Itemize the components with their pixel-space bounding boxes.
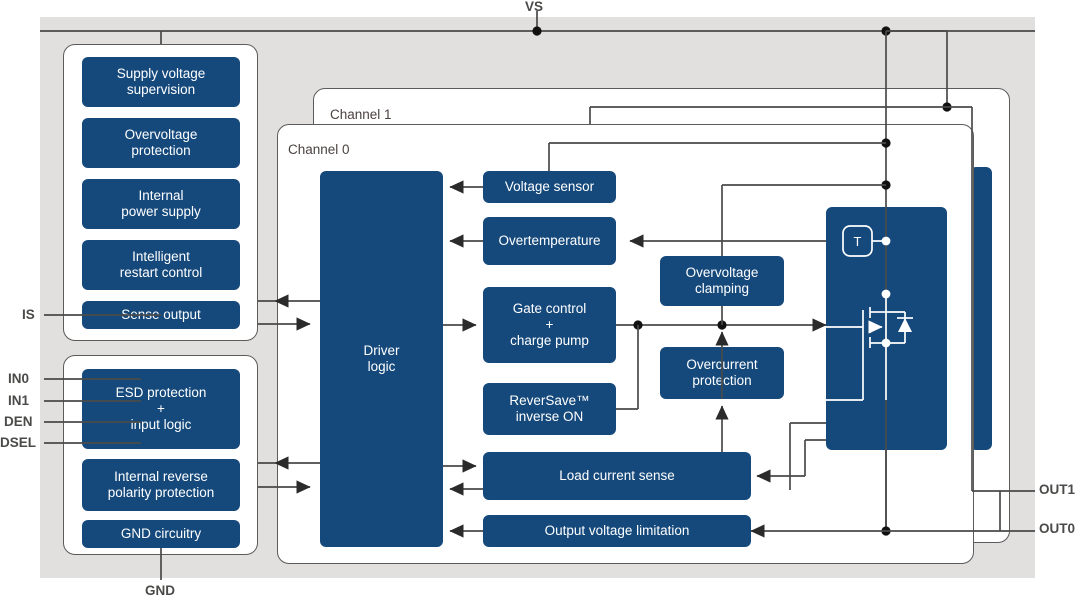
block-output-voltage-limitation: Output voltage limitation	[483, 515, 751, 547]
block-overvoltage-protection: Overvoltage protection	[82, 118, 240, 168]
block-driver-logic: Driver logic	[320, 171, 443, 547]
block-reversave-inverse-on: ReverSave™ inverse ON	[483, 383, 616, 435]
wire-gate-to-power-stage	[616, 306, 827, 410]
label-line1: Internal	[138, 188, 184, 204]
block-gate-control-charge-pump: Gate control + charge pump	[483, 287, 616, 363]
label-line3: charge pump	[510, 332, 589, 348]
channel1-label: Channel 1	[330, 107, 392, 122]
label-line1: Load current sense	[559, 468, 675, 484]
block-supply-voltage-supervision: Supply voltage supervision	[82, 57, 240, 107]
wire-power-stage-bottom-sense	[789, 422, 826, 490]
wire-vs-rail	[40, 11, 1035, 36]
block-intelligent-restart-control: Intelligent restart control	[82, 240, 240, 290]
block-internal-power-supply: Internal power supply	[82, 179, 240, 229]
channel1-power-stage-sliver	[970, 167, 992, 450]
pin-label-in0: IN0	[8, 371, 30, 386]
label-line2: +	[545, 317, 554, 333]
wire-left-to-driver	[258, 294, 320, 494]
wire-vs-right-branches	[548, 26, 973, 530]
temperature-sensor-label: T	[853, 233, 862, 249]
label-line1: Voltage sensor	[504, 179, 595, 195]
block-overvoltage-clamping: Overvoltage clamping	[660, 256, 784, 306]
label-line1: Gate control	[512, 301, 587, 317]
wire-output-to-loadsense	[756, 439, 826, 483]
label-line2: +	[157, 401, 165, 417]
wire-input-pins	[44, 378, 141, 444]
block-gnd-circuitry: GND circuitry	[82, 520, 240, 548]
label-line1: Overvoltage	[124, 127, 198, 143]
pin-label-dsel: DSEL	[0, 435, 37, 450]
label-line1: Overtemperature	[498, 233, 601, 249]
pin-label-gnd: GND	[145, 583, 175, 598]
wire-driver-loadsense	[443, 459, 483, 496]
channel0-label: Channel 0	[288, 142, 350, 157]
pin-label-is: IS	[22, 307, 35, 322]
label-line2: inverse ON	[515, 409, 584, 424]
label-line1: Internal reverse	[114, 469, 208, 485]
label-line1: ESD protection	[115, 385, 207, 401]
mosfet-symbol	[826, 289, 913, 401]
block-internal-reverse-polarity-protection: Internal reverse polarity protection	[82, 459, 240, 511]
wire-out1	[971, 140, 1035, 531]
label-line2: restart control	[119, 265, 203, 280]
pin-label-in1: IN1	[8, 393, 30, 408]
block-overtemperature: Overtemperature	[483, 217, 616, 265]
label-line1: Overvoltage	[685, 265, 759, 281]
label-line2: clamping	[694, 281, 749, 296]
label-line1: ReverSave™	[509, 393, 590, 409]
pin-label-out0: OUT0	[1039, 521, 1076, 536]
label-line3: input logic	[130, 416, 192, 432]
label-line2: supervision	[126, 82, 196, 97]
block-esd-protection-input-logic: ESD protection + input logic	[82, 369, 240, 449]
label-line2: power supply	[121, 204, 201, 219]
block-load-current-sense: Load current sense	[483, 452, 751, 500]
pin-label-den: DEN	[4, 414, 33, 429]
pin-label-vs: VS	[525, 0, 544, 14]
label-line1: Driver	[363, 343, 400, 359]
temperature-sensor-symbol	[842, 225, 891, 257]
block-voltage-sensor: Voltage sensor	[483, 171, 616, 203]
pin-label-out1: OUT1	[1039, 482, 1076, 497]
label-line1: Supply voltage	[116, 66, 206, 82]
label-line1: GND circuitry	[120, 526, 202, 542]
wire-power-stage-output	[750, 450, 1035, 538]
label-line1: Output voltage limitation	[544, 523, 690, 539]
label-line2: protection	[131, 143, 191, 158]
label-line2: logic	[367, 359, 396, 374]
label-line2: polarity protection	[107, 485, 215, 500]
label-line1: Intelligent	[132, 249, 190, 265]
